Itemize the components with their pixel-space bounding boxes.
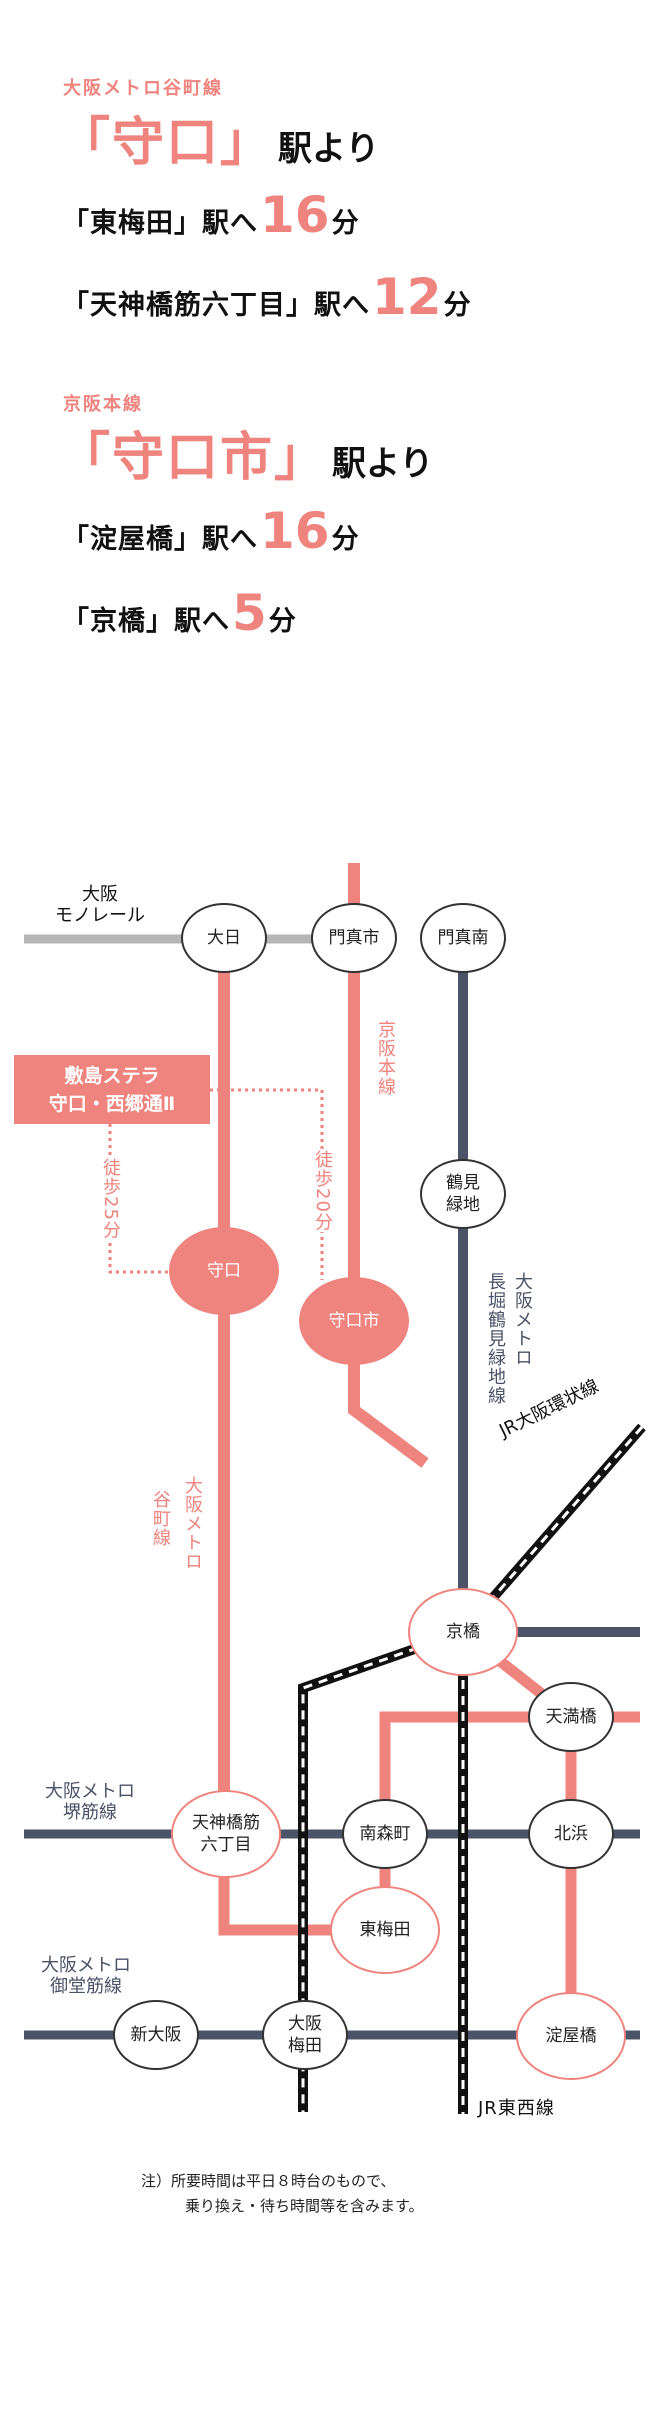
route-row: 「天神橋筋六丁目」駅へ 12 分 xyxy=(62,272,471,322)
label-line1: 大阪メトロ xyxy=(41,1955,131,1976)
jr-loop-line xyxy=(298,1423,646,2112)
walk-20-label: 徒歩20分 xyxy=(311,1150,333,1232)
midosuji-label: 大阪メトロ御堂筋線 xyxy=(41,1955,131,1997)
moriguchishi-heading: 「守口市」 駅より xyxy=(58,415,433,490)
footnote-line1: 注）所要時間は平日８時台のもので、 xyxy=(141,2172,396,2190)
keihan-line-label: 京阪本線 xyxy=(63,394,143,415)
route-row: 「京橋」駅へ 5 分 xyxy=(62,588,296,638)
route-unit: 分 xyxy=(443,290,471,321)
origin-station: 「守口市」 xyxy=(58,428,329,488)
station-osaka-umeda: 大阪梅田 xyxy=(262,2000,348,2070)
tanimachi-line-label: 大阪メトロ谷町線 xyxy=(63,78,223,99)
station-dainichi: 大日 xyxy=(181,903,267,973)
property-subname: 守口・西郷通Ⅱ xyxy=(48,1092,176,1115)
station-tsurumiryokuchi: 鶴見緑地 xyxy=(420,1159,506,1229)
route-row: 「淀屋橋」駅へ 16 分 xyxy=(62,506,359,556)
route-unit: 分 xyxy=(268,606,296,637)
station-kadomaminami: 門真南 xyxy=(420,903,506,973)
route-unit: 分 xyxy=(331,208,359,239)
station-tenjimbashisuji-6chome: 天神橋筋六丁目 xyxy=(171,1790,281,1878)
route-row: 「東梅田」駅へ 16 分 xyxy=(62,190,359,240)
footnote-line2: 乗り換え・待ち時間等を含みます。 xyxy=(185,2197,424,2215)
jr-tozai-label: JR東西線 xyxy=(478,2098,555,2119)
monorail-label: 大阪モノレール xyxy=(55,884,145,926)
station-shinosaka: 新大阪 xyxy=(113,2000,199,2070)
property-name: 敷島ステラ xyxy=(64,1064,160,1087)
station-name-2: 緑地 xyxy=(446,1195,480,1215)
property-box: 敷島ステラ 守口・西郷通Ⅱ xyxy=(14,1055,210,1124)
walk-25-label: 徒歩25分 xyxy=(99,1158,121,1240)
keihan-label: 京阪本線 xyxy=(375,1020,396,1096)
route-destination: 「天神橋筋六丁目」駅へ xyxy=(62,290,370,321)
station-name-1: 天神橋筋 xyxy=(192,1813,260,1833)
station-higashiumeda: 東梅田 xyxy=(330,1886,440,1974)
station-yodoyabashi: 淀屋橋 xyxy=(516,1992,626,2080)
origin-suffix: 駅より xyxy=(278,129,380,169)
sakaisuji-label: 大阪メトロ堺筋線 xyxy=(45,1781,135,1823)
station-name-1: 鶴見 xyxy=(446,1173,480,1193)
station-kyobashi: 京橋 xyxy=(408,1588,518,1676)
label-line1: 大阪 xyxy=(82,884,118,905)
route-destination: 「東梅田」駅へ xyxy=(62,208,258,239)
origin-suffix: 駅より xyxy=(332,444,434,484)
route-destination: 「淀屋橋」駅へ xyxy=(62,524,258,555)
station-moriguchishi: 守口市 xyxy=(299,1277,409,1365)
keihan-line xyxy=(348,939,429,1468)
station-moriguchi: 守口 xyxy=(169,1227,279,1315)
station-kitahama: 北浜 xyxy=(528,1799,614,1869)
nagahori-label-1: 大阪メトロ xyxy=(512,1272,533,1367)
station-minamimorimachi: 南森町 xyxy=(342,1799,428,1869)
label-line2: 御堂筋線 xyxy=(50,1976,122,1997)
station-temmabashi: 天満橋 xyxy=(528,1682,614,1752)
label-line2: 堺筋線 xyxy=(63,1802,117,1823)
route-minutes: 5 xyxy=(232,584,267,642)
route-minutes: 16 xyxy=(260,186,330,244)
footnote: 注）所要時間は平日８時台のもので、 乗り換え・待ち時間等を含みます。 xyxy=(141,2169,424,2219)
nagahori-label-2: 長堀鶴見緑地線 xyxy=(485,1272,506,1405)
station-kadomashi: 門真市 xyxy=(311,903,397,973)
route-minutes: 12 xyxy=(372,268,442,326)
tanimachi-label-1: 大阪メトロ xyxy=(182,1476,203,1571)
route-unit: 分 xyxy=(331,524,359,555)
station-name-2: 六丁目 xyxy=(200,1835,252,1855)
station-name-1: 大阪 xyxy=(288,2014,322,2034)
route-minutes: 16 xyxy=(260,502,330,560)
label-line1: 大阪メトロ xyxy=(45,1781,135,1802)
moriguchi-heading: 「守口」 駅より xyxy=(58,100,379,175)
tanimachi-label-2: 谷町線 xyxy=(150,1490,171,1547)
route-destination: 「京橋」駅へ xyxy=(62,606,230,637)
label-line2: モノレール xyxy=(55,905,145,926)
origin-station: 「守口」 xyxy=(58,113,275,173)
station-name-2: 梅田 xyxy=(288,2036,322,2056)
